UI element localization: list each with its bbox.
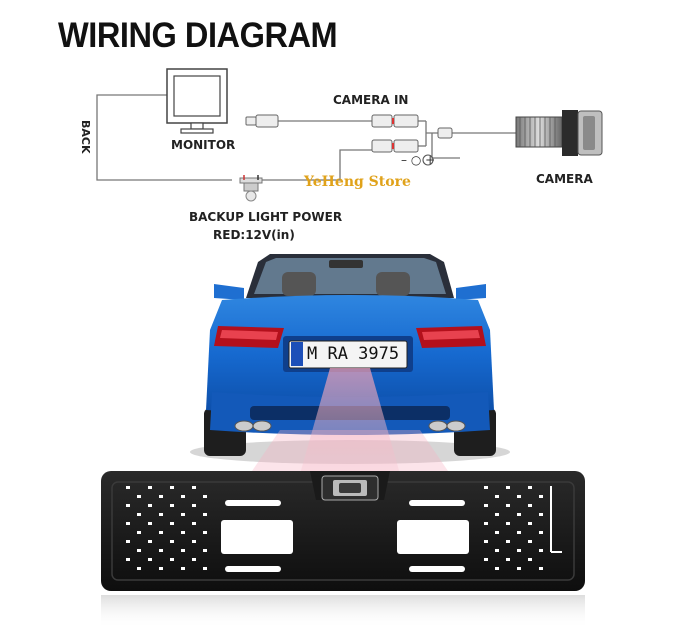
frame-hole — [539, 549, 543, 552]
frame-hole — [181, 549, 185, 552]
frame-hole — [528, 558, 532, 561]
frame-hole — [506, 504, 510, 507]
frame-hole — [517, 531, 521, 534]
backup-power-label: BACKUP LIGHT POWER — [189, 210, 343, 224]
frame-hole — [159, 549, 163, 552]
frame-hole — [495, 495, 499, 498]
plate-frame-illustration — [101, 471, 585, 591]
frame-hole — [170, 522, 174, 525]
frame-hole — [528, 522, 532, 525]
frame-hole — [517, 513, 521, 516]
frame-hole — [170, 558, 174, 561]
frame-hole — [506, 486, 510, 489]
camera-beam — [300, 368, 400, 474]
frame-hole — [170, 540, 174, 543]
frame-hole — [495, 567, 499, 570]
frame-hole — [192, 540, 196, 543]
frame-dot-holes — [126, 486, 543, 570]
polarity-marking: – ○ + — [401, 153, 436, 167]
frame-hole — [192, 504, 196, 507]
frame-hole — [181, 567, 185, 570]
frame-hole — [495, 513, 499, 516]
frame-hole — [148, 504, 152, 507]
frame-hole — [528, 540, 532, 543]
frame-hole — [528, 486, 532, 489]
frame-hole — [506, 540, 510, 543]
frame-hole — [539, 567, 543, 570]
frame-hole — [203, 531, 207, 534]
camera-label: CAMERA — [536, 172, 593, 186]
diagram-title: WIRING DIAGRAM — [58, 16, 338, 55]
frame-hole — [192, 522, 196, 525]
frame-hole — [484, 522, 488, 525]
frame-hole — [506, 558, 510, 561]
frame-hole — [126, 540, 130, 543]
frame-hole — [192, 486, 196, 489]
frame-hole — [148, 540, 152, 543]
frame-hole — [203, 567, 207, 570]
rca-tips — [392, 118, 394, 149]
frame-hole — [484, 540, 488, 543]
frame-hole — [126, 486, 130, 489]
monitor-icon — [166, 68, 228, 134]
frame-hole — [148, 486, 152, 489]
camera-beam-wide — [250, 430, 450, 474]
frame-hole — [170, 486, 174, 489]
frame-hole — [148, 522, 152, 525]
store-watermark: YeHeng Store — [304, 174, 411, 190]
monitor-label: MONITOR — [171, 138, 236, 152]
frame-hole — [528, 504, 532, 507]
frame-hole — [159, 513, 163, 516]
frame-hole — [495, 549, 499, 552]
wiring-lines — [96, 94, 516, 181]
frame-hole — [137, 549, 141, 552]
red-12v-label: RED:12V(in) — [213, 228, 295, 242]
frame-hole — [137, 567, 141, 570]
frame-hole — [126, 558, 130, 561]
back-label: BACK — [79, 120, 92, 154]
frame-hole — [126, 504, 130, 507]
frame-hole — [170, 504, 174, 507]
backup-bulb-icon — [239, 175, 263, 202]
frame-hole — [137, 531, 141, 534]
frame-hole — [495, 531, 499, 534]
frame-hole — [159, 495, 163, 498]
eu-band — [291, 342, 303, 366]
frame-hole — [484, 558, 488, 561]
frame-hole — [517, 567, 521, 570]
frame-hole — [137, 513, 141, 516]
frame-hole — [539, 513, 543, 516]
frame-hole — [159, 531, 163, 534]
frame-hole — [517, 549, 521, 552]
car-illustration — [190, 254, 510, 464]
frame-hole — [539, 531, 543, 534]
dc-jack-icon — [422, 154, 434, 166]
frame-hole — [192, 558, 196, 561]
frame-hole — [203, 495, 207, 498]
license-plate: M RA 3975 — [291, 342, 405, 366]
frame-hole — [203, 549, 207, 552]
frame-hole — [137, 495, 141, 498]
frame-hole — [181, 495, 185, 498]
frame-hole — [484, 504, 488, 507]
frame-hole — [484, 486, 488, 489]
plate-text: M RA 3975 — [307, 344, 400, 364]
frame-hole — [148, 558, 152, 561]
frame-hole — [181, 513, 185, 516]
frame-hole — [203, 513, 207, 516]
frame-hole — [126, 522, 130, 525]
frame-hole — [539, 495, 543, 498]
frame-hole — [506, 522, 510, 525]
frame-hole — [181, 531, 185, 534]
camera-in-label: CAMERA IN — [333, 93, 409, 107]
frame-hole — [159, 567, 163, 570]
frame-reflection — [101, 595, 585, 629]
camera-icon — [515, 110, 603, 156]
frame-hole — [517, 495, 521, 498]
